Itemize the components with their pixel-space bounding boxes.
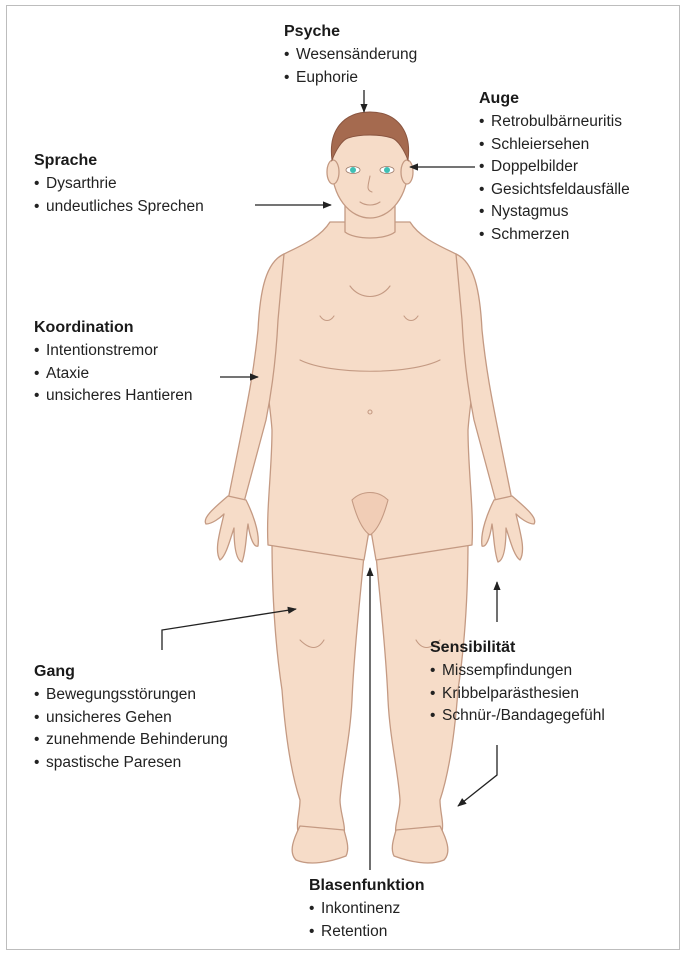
- sensibilitaet-title: Sensibilität: [430, 638, 605, 657]
- psyche-item: Wesensänderung: [284, 44, 417, 67]
- auge-item: Schleiersehen: [479, 134, 630, 157]
- auge-title: Auge: [479, 89, 630, 108]
- sprache-title: Sprache: [34, 151, 204, 170]
- sensibilitaet-group: Sensibilität Missempfindungen Kribbelpar…: [430, 638, 605, 728]
- gang-item: zunehmende Behinderung: [34, 729, 228, 752]
- sensibilitaet-item: Kribbelparästhesien: [430, 683, 605, 706]
- koordination-group: Koordination Intentionstremor Ataxie uns…: [34, 318, 192, 408]
- koordination-item: Intentionstremor: [34, 340, 192, 363]
- blasenfunktion-title: Blasenfunktion: [309, 876, 425, 895]
- auge-item: Gesichtsfeldausfälle: [479, 179, 630, 202]
- auge-item: Nystagmus: [479, 201, 630, 224]
- right-hand: [482, 496, 535, 562]
- right-ear: [401, 160, 413, 184]
- psyche-title: Psyche: [284, 22, 417, 41]
- psyche-group: Psyche Wesensänderung Euphorie: [284, 22, 417, 89]
- sprache-item: Dysarthrie: [34, 173, 204, 196]
- auge-group: Auge Retrobulbärneuritis Schleiersehen D…: [479, 89, 630, 246]
- koordination-title: Koordination: [34, 318, 192, 337]
- arrow-sensibilitaet-down: [458, 745, 497, 806]
- left-ear: [327, 160, 339, 184]
- blasenfunktion-group: Blasenfunktion Inkontinenz Retention: [309, 876, 425, 943]
- sprache-item: undeutliches Sprechen: [34, 196, 204, 219]
- blasenfunktion-item: Retention: [309, 921, 425, 944]
- auge-item: Doppelbilder: [479, 156, 630, 179]
- gang-item: unsicheres Gehen: [34, 707, 228, 730]
- left-hand: [205, 496, 258, 562]
- sensibilitaet-item: Missempfindungen: [430, 660, 605, 683]
- koordination-item: Ataxie: [34, 363, 192, 386]
- right-foot: [392, 826, 448, 863]
- gang-item: Bewegungsstörungen: [34, 684, 228, 707]
- psyche-item: Euphorie: [284, 67, 417, 90]
- left-leg: [272, 540, 364, 840]
- blasenfunktion-item: Inkontinenz: [309, 898, 425, 921]
- koordination-item: unsicheres Hantieren: [34, 385, 192, 408]
- gang-item: spastische Paresen: [34, 752, 228, 775]
- auge-item: Schmerzen: [479, 224, 630, 247]
- gang-group: Gang Bewegungsstörungen unsicheres Gehen…: [34, 662, 228, 774]
- auge-item: Retrobulbärneuritis: [479, 111, 630, 134]
- sensibilitaet-item: Schnür-/Bandagegefühl: [430, 705, 605, 728]
- left-foot: [292, 826, 348, 863]
- sprache-group: Sprache Dysarthrie undeutliches Sprechen: [34, 151, 204, 218]
- gang-title: Gang: [34, 662, 228, 681]
